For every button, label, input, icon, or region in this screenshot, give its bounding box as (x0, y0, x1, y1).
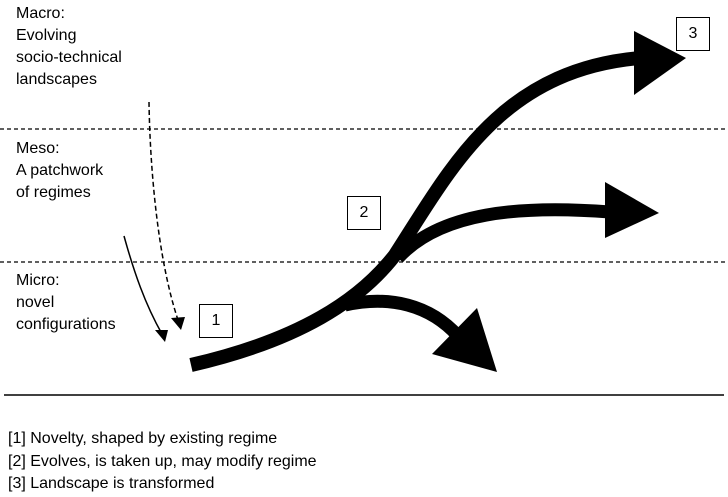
legend-item-1: [1] Novelty, shaped by existing regime (8, 430, 278, 447)
marker-box-3: 3 (676, 17, 710, 51)
legend-item-3: [3] Landscape is transformed (8, 475, 215, 492)
micro-level-label: Micro: novel configurations (16, 272, 116, 333)
landscape-influence-arrow (148, 101, 179, 321)
trajectory-micro-branch (343, 294, 463, 341)
regime-influence-arrow (123, 235, 163, 335)
marker-box-2: 2 (347, 196, 381, 230)
macro-level-label: Macro: Evolving socio-technical landscap… (16, 5, 122, 88)
trajectory-main-arrowhead (634, 31, 686, 95)
meso-level-label: Meso: A patchwork of regimes (16, 140, 104, 201)
trajectory-micro-branch-arrowhead (432, 308, 497, 372)
trajectory-meso-branch-arrowhead (605, 182, 659, 238)
legend-item-2: [2] Evolves, is taken up, may modify reg… (8, 453, 317, 470)
trajectory-meso-branch (393, 203, 611, 263)
landscape-influence-arrowhead (171, 317, 185, 330)
marker-box-1: 1 (199, 304, 233, 338)
regime-influence-arrowhead (155, 330, 168, 342)
